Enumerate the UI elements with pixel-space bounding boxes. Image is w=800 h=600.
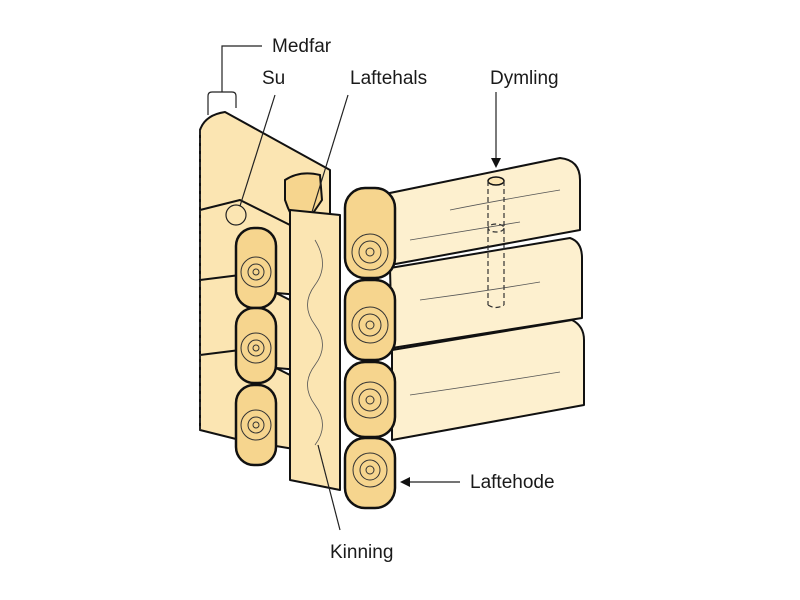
right-wall [379, 157, 585, 441]
log-end [234, 383, 278, 467]
log-end [234, 226, 278, 310]
log-end [234, 306, 278, 385]
dowel [487, 176, 505, 309]
right-log-top [379, 157, 581, 266]
right-log-bottom [391, 319, 585, 441]
log-end [343, 278, 397, 362]
log-end [343, 360, 397, 439]
log-end [343, 436, 397, 510]
notch-column [289, 209, 341, 491]
end-grains [234, 186, 397, 510]
label-kinning: Kinning [330, 542, 393, 563]
label-su: Su [262, 68, 285, 89]
log-end [343, 186, 397, 280]
label-medfar: Medfar [272, 36, 332, 57]
right-log-middle [389, 237, 583, 349]
label-laftehode: Laftehode [470, 472, 555, 493]
leader-lines [207, 45, 501, 531]
label-dymling: Dymling [490, 68, 559, 89]
label-laftehals: Laftehals [350, 68, 427, 89]
